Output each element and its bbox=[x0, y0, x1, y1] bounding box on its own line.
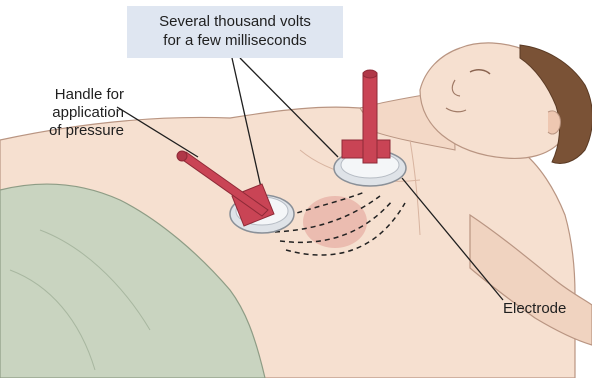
handle-label: Handle for application of pressure bbox=[14, 86, 124, 140]
patient-ear bbox=[548, 111, 560, 134]
handle-label-line-2: application bbox=[14, 104, 124, 122]
right-handle bbox=[363, 73, 377, 163]
electrode-label: Electrode bbox=[503, 300, 566, 318]
callout-line-2: for a few milliseconds bbox=[127, 31, 343, 50]
handle-label-line-1: Handle for bbox=[14, 86, 124, 104]
handle-label-line-3: of pressure bbox=[14, 122, 124, 140]
voltage-callout: Several thousand volts for a few millise… bbox=[127, 6, 343, 58]
callout-line-1: Several thousand volts bbox=[127, 12, 343, 31]
heart-shape bbox=[303, 196, 367, 248]
